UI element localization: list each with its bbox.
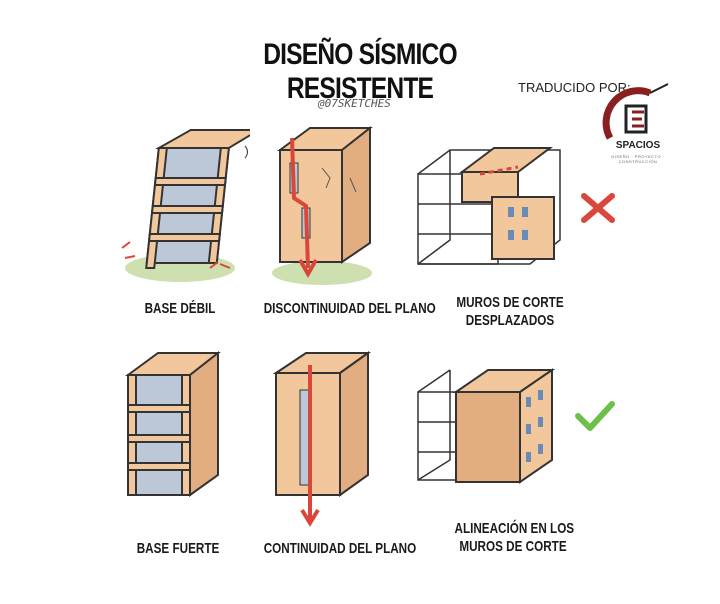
label-plane-continuity: CONTINUIDAD DEL PLANO	[263, 540, 417, 557]
logo-tagline: DISEÑO · PROYECTO · CONSTRUCCIÓN	[611, 154, 665, 164]
weak-base-building	[121, 129, 250, 282]
page-title: DISEÑO SÍSMICO RESISTENTE	[263, 38, 457, 105]
plane-discontinuity-building	[272, 125, 373, 285]
label-plane-discontinuity: DISCONTINUIDAD DEL PLANO	[263, 300, 436, 317]
cross-icon	[581, 193, 615, 223]
author-handle: @07SKETCHES	[318, 97, 391, 110]
translated-by-label: TRADUCIDO POR:	[518, 80, 631, 95]
plane-continuity-building	[272, 351, 372, 527]
label-aligned-walls-line-2: MUROS DE CORTE	[459, 538, 567, 555]
aligned-shear-walls-building	[417, 368, 556, 484]
logo-name: SPACIOS	[615, 140, 661, 151]
label-weak-base: BASE DÉBIL	[144, 300, 216, 317]
offset-shear-walls-building	[417, 147, 561, 265]
strong-base-building	[124, 350, 221, 497]
label-strong-base: BASE FUERTE	[136, 540, 220, 557]
label-offset-walls-line-1: MUROS DE CORTE	[456, 294, 564, 311]
check-icon	[575, 401, 615, 431]
label-aligned-walls-line-1: ALINEACIÓN EN LOS	[454, 520, 575, 537]
label-offset-walls-line-2: DESPLAZADOS	[465, 312, 555, 329]
spacios-logo	[602, 83, 669, 140]
